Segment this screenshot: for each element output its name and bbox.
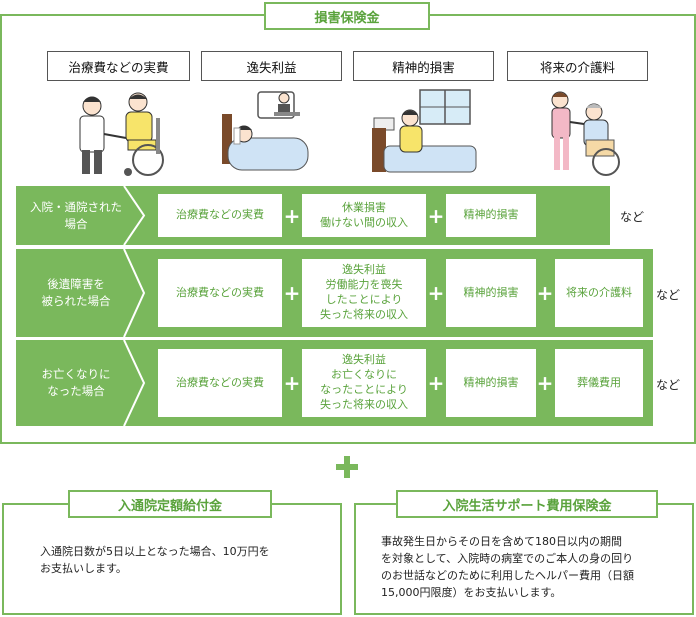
hospital-support-text: 事故発生日からその日を含めて180日以内の期間 を対象として、入院時の病室でのご… [381, 535, 634, 600]
row-disability: 後遺障害を 被られた場合 治療費などの実費 + 逸失利益 労働能力を喪失 したこ… [16, 249, 653, 337]
row-arrow-shape [16, 249, 146, 337]
cell-future-care: 将来の介護料 [555, 259, 643, 327]
caregiver-wheelchair-illustration [551, 91, 620, 176]
damage-insurance-title: 損害保険金 [264, 2, 430, 30]
plus-icon: + [427, 371, 445, 395]
fixed-benefit-title: 入通院定額給付金 [68, 490, 272, 518]
row-suffix-etc: など [620, 210, 645, 224]
cell-mental-damage: 精神的損害 [446, 349, 536, 417]
row-hospitalization: 入院・通院された 場合 治療費などの実費 + 休業損害 働けない間の収入 + 精… [16, 186, 610, 245]
row-arrow-shape [16, 186, 146, 245]
cell-funeral-expenses: 葬儀費用 [555, 349, 643, 417]
category-medical-expenses: 治療費などの実費 [47, 51, 190, 81]
plus-icon: + [427, 204, 445, 228]
cell-medical-expenses: 治療費などの実費 [158, 259, 282, 327]
plus-icon: + [283, 281, 301, 305]
plus-icon: + [536, 281, 554, 305]
plus-icon: + [536, 371, 554, 395]
plus-icon: + [283, 204, 301, 228]
cell-mental-damage: 精神的損害 [446, 194, 536, 237]
row-label-disability: 後遺障害を 被られた場合 [41, 277, 111, 308]
row-header: 後遺障害を 被られた場合 [16, 249, 146, 337]
row-header: 入院・通院された 場合 [16, 186, 146, 245]
cell-mental-damage: 精神的損害 [446, 259, 536, 327]
row-header: お亡くなりに なった場合 [16, 340, 146, 426]
row-label-hospitalization: 入院・通院された 場合 [30, 199, 122, 231]
cell-lost-profits-death: 逸失利益 お亡くなりに なったことにより 失った将来の収入 [302, 349, 426, 417]
row-label-death: お亡くなりに なった場合 [41, 367, 111, 398]
cell-medical-expenses: 治療費などの実費 [158, 194, 282, 237]
doctor-patient-wheelchair-illustration [79, 92, 164, 176]
patient-in-hospital-bed-illustration [372, 89, 477, 173]
row-suffix-etc: など [656, 288, 681, 302]
plus-icon [336, 456, 358, 478]
category-future-care: 将来の介護料 [507, 51, 648, 81]
plus-icon: + [283, 371, 301, 395]
cell-lost-wages: 休業損害 働けない間の収入 [302, 194, 426, 237]
plus-icon: + [427, 281, 445, 305]
fixed-benefit-panel [2, 503, 342, 615]
category-mental-damage: 精神的損害 [353, 51, 494, 81]
hospital-support-title: 入院生活サポート費用保険金 [396, 490, 658, 518]
row-death: お亡くなりに なった場合 治療費などの実費 + 逸失利益 お亡くなりに なったこ… [16, 340, 653, 426]
category-lost-profits: 逸失利益 [201, 51, 342, 81]
patient-in-bed-with-visitor-illustration [222, 91, 309, 171]
fixed-benefit-text: 入通院日数が5日以上となった場合、10万円を お支払いします。 [40, 545, 270, 576]
row-arrow-shape [16, 340, 146, 426]
cell-lost-profits-disability: 逸失利益 労働能力を喪失 したことにより 失った将来の収入 [302, 259, 426, 327]
row-suffix-etc: など [656, 378, 681, 392]
cell-medical-expenses: 治療費などの実費 [158, 349, 282, 417]
